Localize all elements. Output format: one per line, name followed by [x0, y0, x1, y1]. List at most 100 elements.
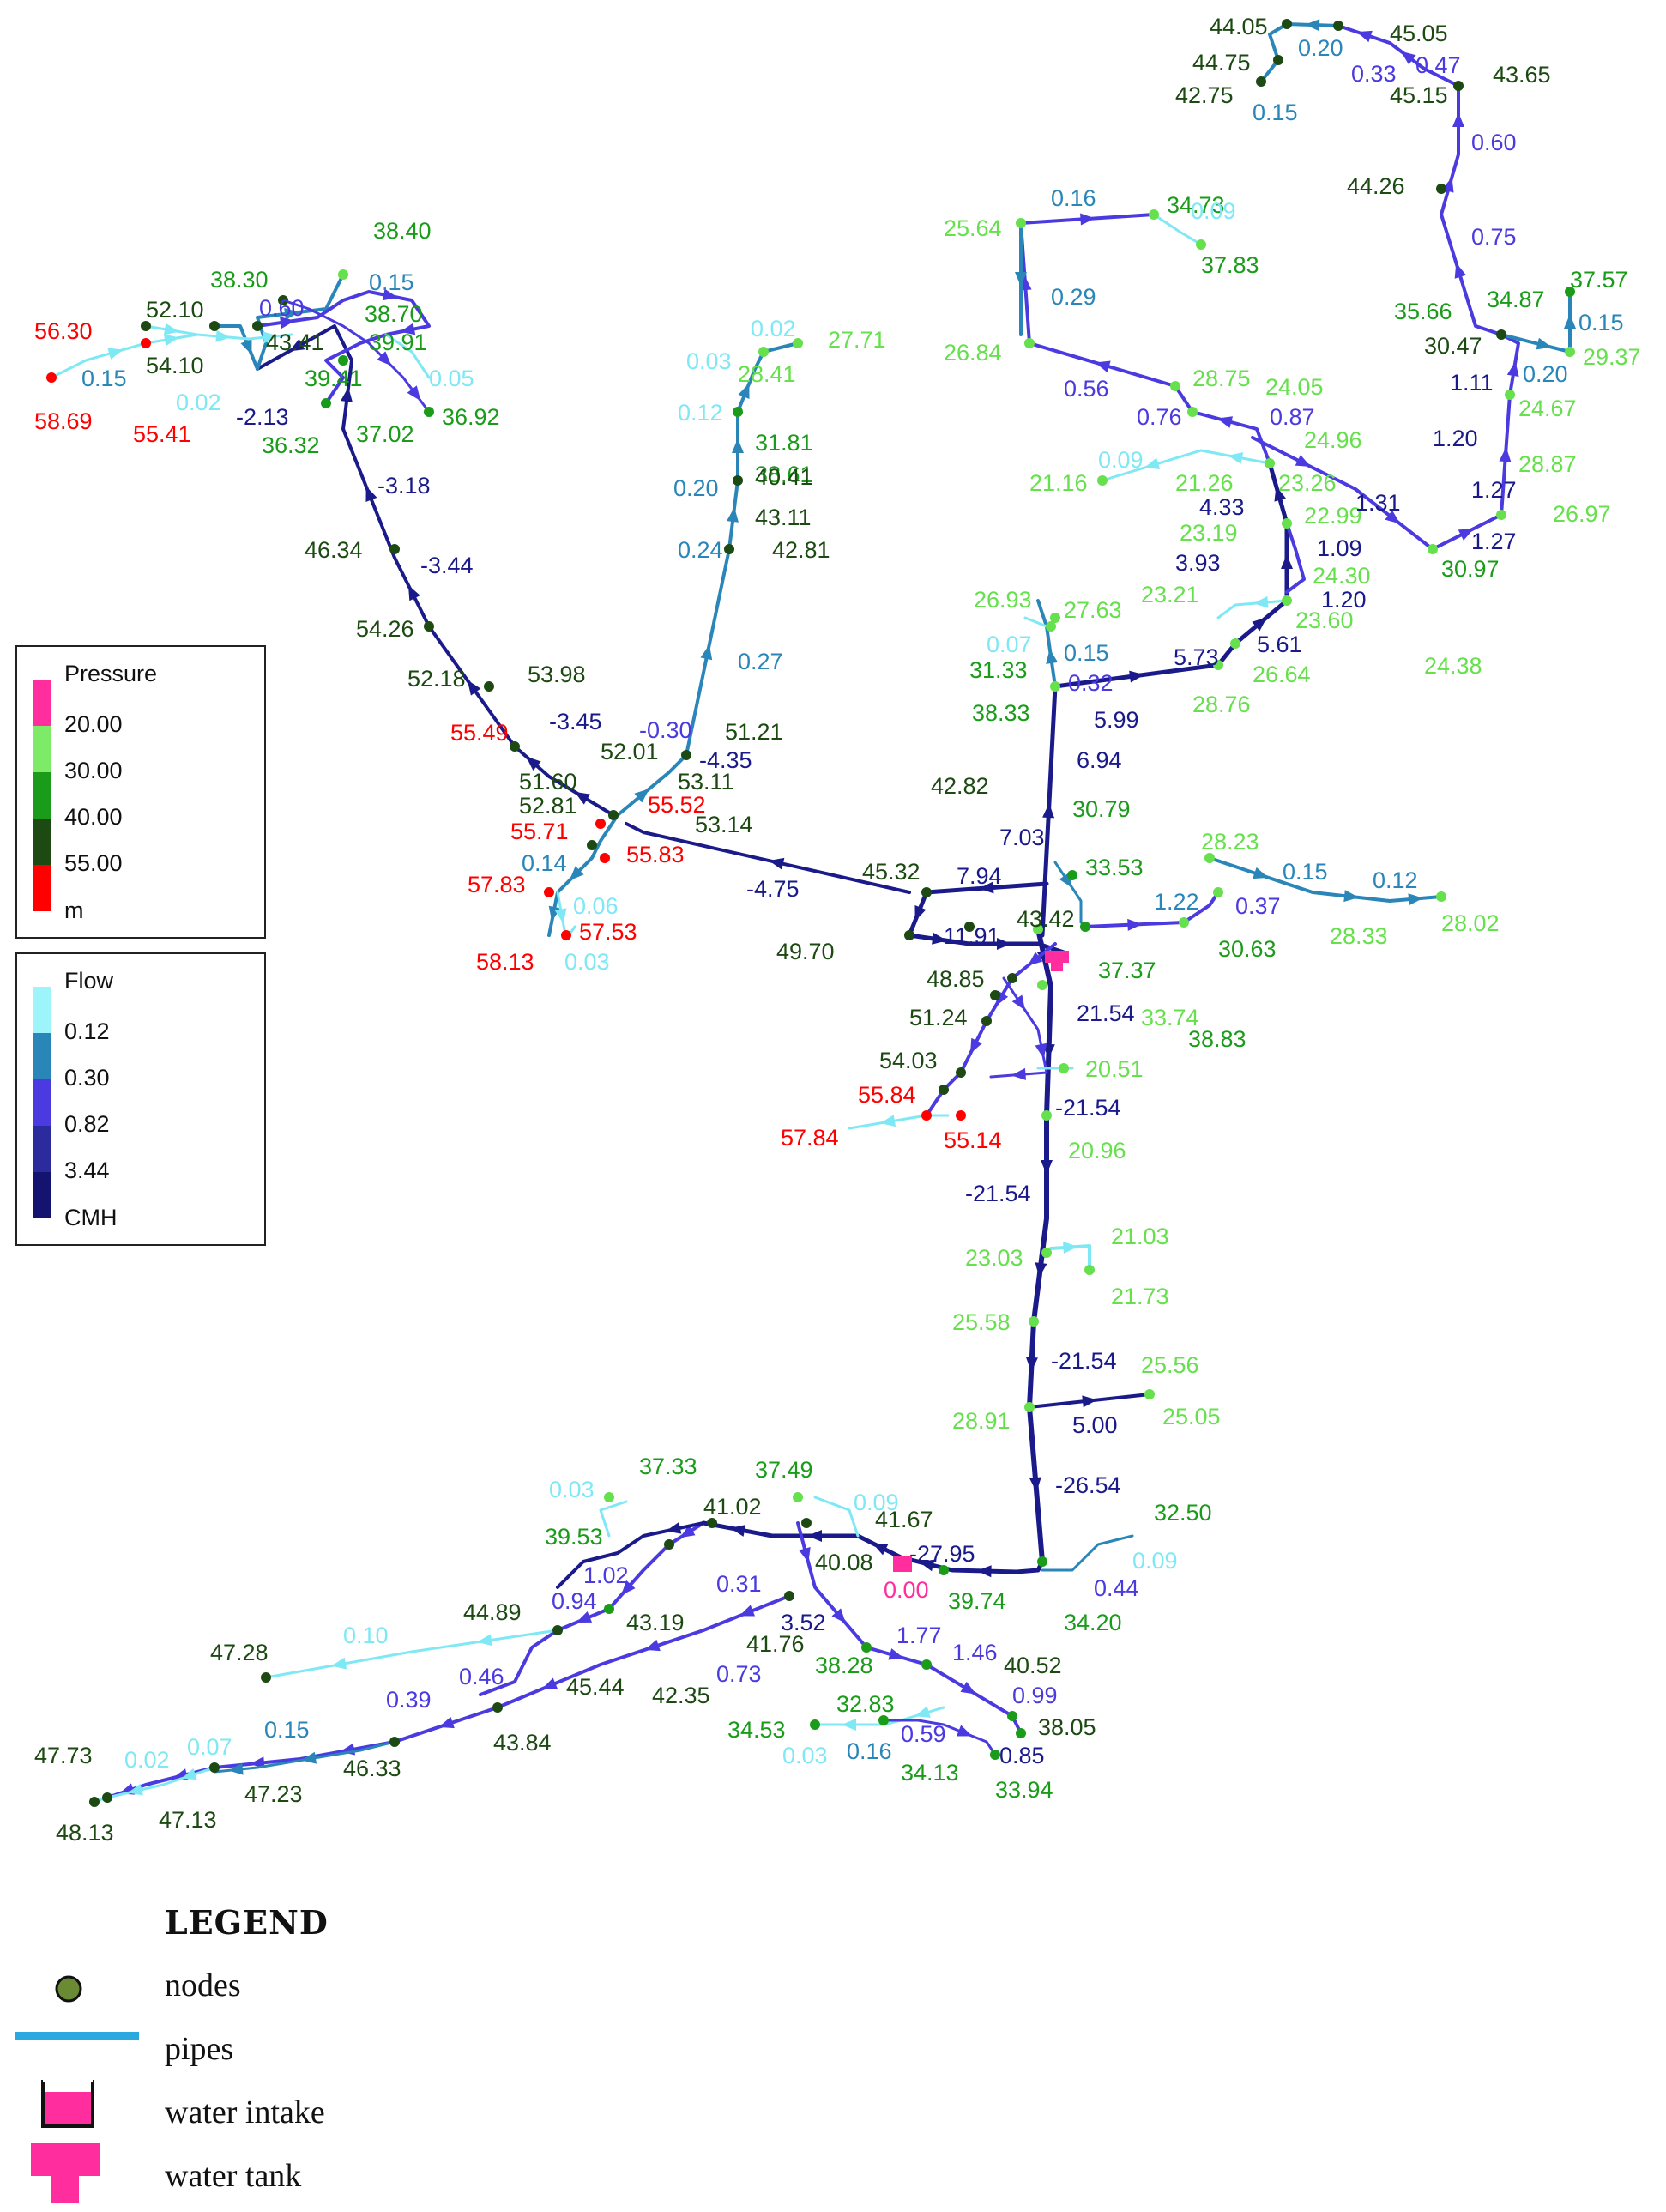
flow-direction-arrow-icon	[240, 338, 252, 355]
flow-direction-arrow-icon	[1129, 670, 1144, 683]
flow-label: 0.24	[678, 537, 723, 563]
flow-direction-arrow-icon	[341, 387, 353, 402]
flow-label: 0.76	[1137, 404, 1182, 430]
junction-node	[389, 1737, 400, 1747]
flow-label: 5.73	[1174, 644, 1219, 670]
junction-node	[1282, 518, 1292, 529]
flow-direction-arrow-icon	[956, 1725, 973, 1737]
flow-label: 7.03	[999, 825, 1045, 850]
flow-direction-arrow-icon	[997, 938, 1011, 950]
pressure-label: 48.13	[56, 1820, 114, 1846]
pressure-label: 24.67	[1518, 396, 1577, 421]
flow-swatch-3	[33, 1126, 51, 1172]
pressure-label: 41.76	[746, 1631, 805, 1657]
flow-level-3: 3.44	[64, 1157, 110, 1183]
pressure-label: 52.10	[146, 297, 204, 323]
flow-label: -21.54	[965, 1181, 1031, 1206]
flow-direction-arrow-icon	[1127, 918, 1143, 931]
pressure-label: 23.03	[965, 1245, 1023, 1271]
junction-node	[964, 922, 975, 932]
pressure-label: 49.70	[776, 939, 835, 964]
flow-label: 0.03	[564, 949, 610, 975]
flow-label: 0.47	[1415, 52, 1461, 78]
pressure-label: 38.70	[365, 301, 423, 327]
junction-node	[209, 1762, 220, 1773]
flow-label: -21.54	[1055, 1095, 1121, 1121]
flow-direction-arrow-icon	[377, 351, 392, 366]
pressure-label: 44.26	[1347, 173, 1405, 199]
pressure-label: 28.87	[1518, 451, 1577, 477]
flow-direction-arrow-icon	[1015, 272, 1027, 287]
junction-node	[1436, 184, 1446, 194]
junction-node	[604, 1604, 614, 1614]
pipe-segment	[1285, 522, 1306, 594]
pressure-label: 28.02	[1441, 910, 1500, 936]
flow-direction-arrow-icon	[228, 1762, 244, 1775]
pipe-segment	[93, 1766, 216, 1804]
pressure-label: 26.64	[1253, 662, 1311, 687]
pressure-label: 38.61	[755, 462, 813, 487]
pressure-unit: m	[64, 897, 84, 923]
junction-node	[1084, 1265, 1095, 1275]
flow-label: 0.15	[81, 366, 127, 391]
flow-label: 0.12	[1373, 867, 1418, 893]
junction-node	[595, 819, 606, 829]
pipe-segment	[625, 822, 911, 894]
flow-label: 0.15	[264, 1717, 310, 1743]
flow-label: 0.29	[1051, 284, 1096, 310]
junction-node	[1565, 287, 1575, 297]
junction-node	[141, 338, 151, 348]
flow-direction-arrow-icon	[365, 486, 377, 503]
flow-direction-arrow-icon	[1274, 486, 1286, 502]
map-legend: LEGEND nodes pipes water intake water ta…	[0, 1888, 515, 2205]
water-tank-marker	[1045, 951, 1069, 971]
junction-node	[921, 1659, 932, 1670]
flow-legend: Flow 0.12 0.30 0.82 3.44 CMH	[15, 952, 266, 1246]
flow-label: 0.44	[1094, 1575, 1139, 1601]
flow-label: 1.31	[1355, 490, 1401, 516]
flow-direction-arrow-icon	[727, 507, 739, 523]
flow-swatch-4	[33, 1172, 51, 1218]
flow-direction-arrow-icon	[919, 1559, 935, 1572]
flow-label: 0.20	[1523, 361, 1568, 387]
flow-direction-arrow-icon	[127, 1783, 143, 1796]
pressure-label: 35.66	[1394, 299, 1452, 324]
junction-node	[939, 1565, 949, 1575]
junction-node	[939, 1085, 949, 1095]
flow-swatch-1	[33, 1033, 51, 1079]
pressure-level-2: 40.00	[64, 804, 123, 830]
pressure-label: 36.32	[262, 432, 320, 458]
junction-node	[1050, 681, 1060, 692]
junction-node	[209, 321, 220, 331]
flow-label: 4.33	[1199, 494, 1245, 520]
pipe-segment	[813, 1496, 860, 1538]
junction-node	[1097, 475, 1108, 486]
flow-direction-arrow-icon	[1454, 263, 1467, 279]
flow-direction-arrow-icon	[1228, 452, 1244, 464]
pressure-label: 52.18	[407, 666, 466, 692]
junction-node	[321, 398, 331, 408]
pressure-label: 47.13	[159, 1807, 217, 1833]
flow-label: 1.27	[1471, 529, 1517, 554]
flow-label: -27.95	[909, 1541, 975, 1567]
junction-node	[1037, 980, 1047, 990]
pipes-layer	[50, 19, 1576, 1804]
pipe-segment	[1041, 1534, 1134, 1572]
flow-direction-arrow-icon	[263, 331, 278, 344]
flow-label: 1.20	[1433, 426, 1478, 451]
junction-node	[1187, 407, 1198, 417]
pressure-label: 42.82	[931, 773, 989, 799]
flow-direction-arrow-icon	[1253, 595, 1269, 608]
flow-label: -4.75	[746, 876, 800, 902]
flow-label: 0.75	[1471, 224, 1517, 250]
pipe-segment	[1053, 861, 1083, 924]
flow-label: 0.33	[1351, 61, 1397, 87]
flow-label: 1.02	[583, 1562, 629, 1588]
junction-node	[1007, 973, 1017, 983]
flow-label: 0.85	[999, 1743, 1045, 1768]
flow-direction-arrow-icon	[1408, 893, 1423, 906]
flow-direction-arrow-icon	[1499, 447, 1512, 462]
junction-node	[1144, 1389, 1155, 1399]
junction-node	[801, 1518, 812, 1528]
pipe-segment	[281, 299, 431, 414]
